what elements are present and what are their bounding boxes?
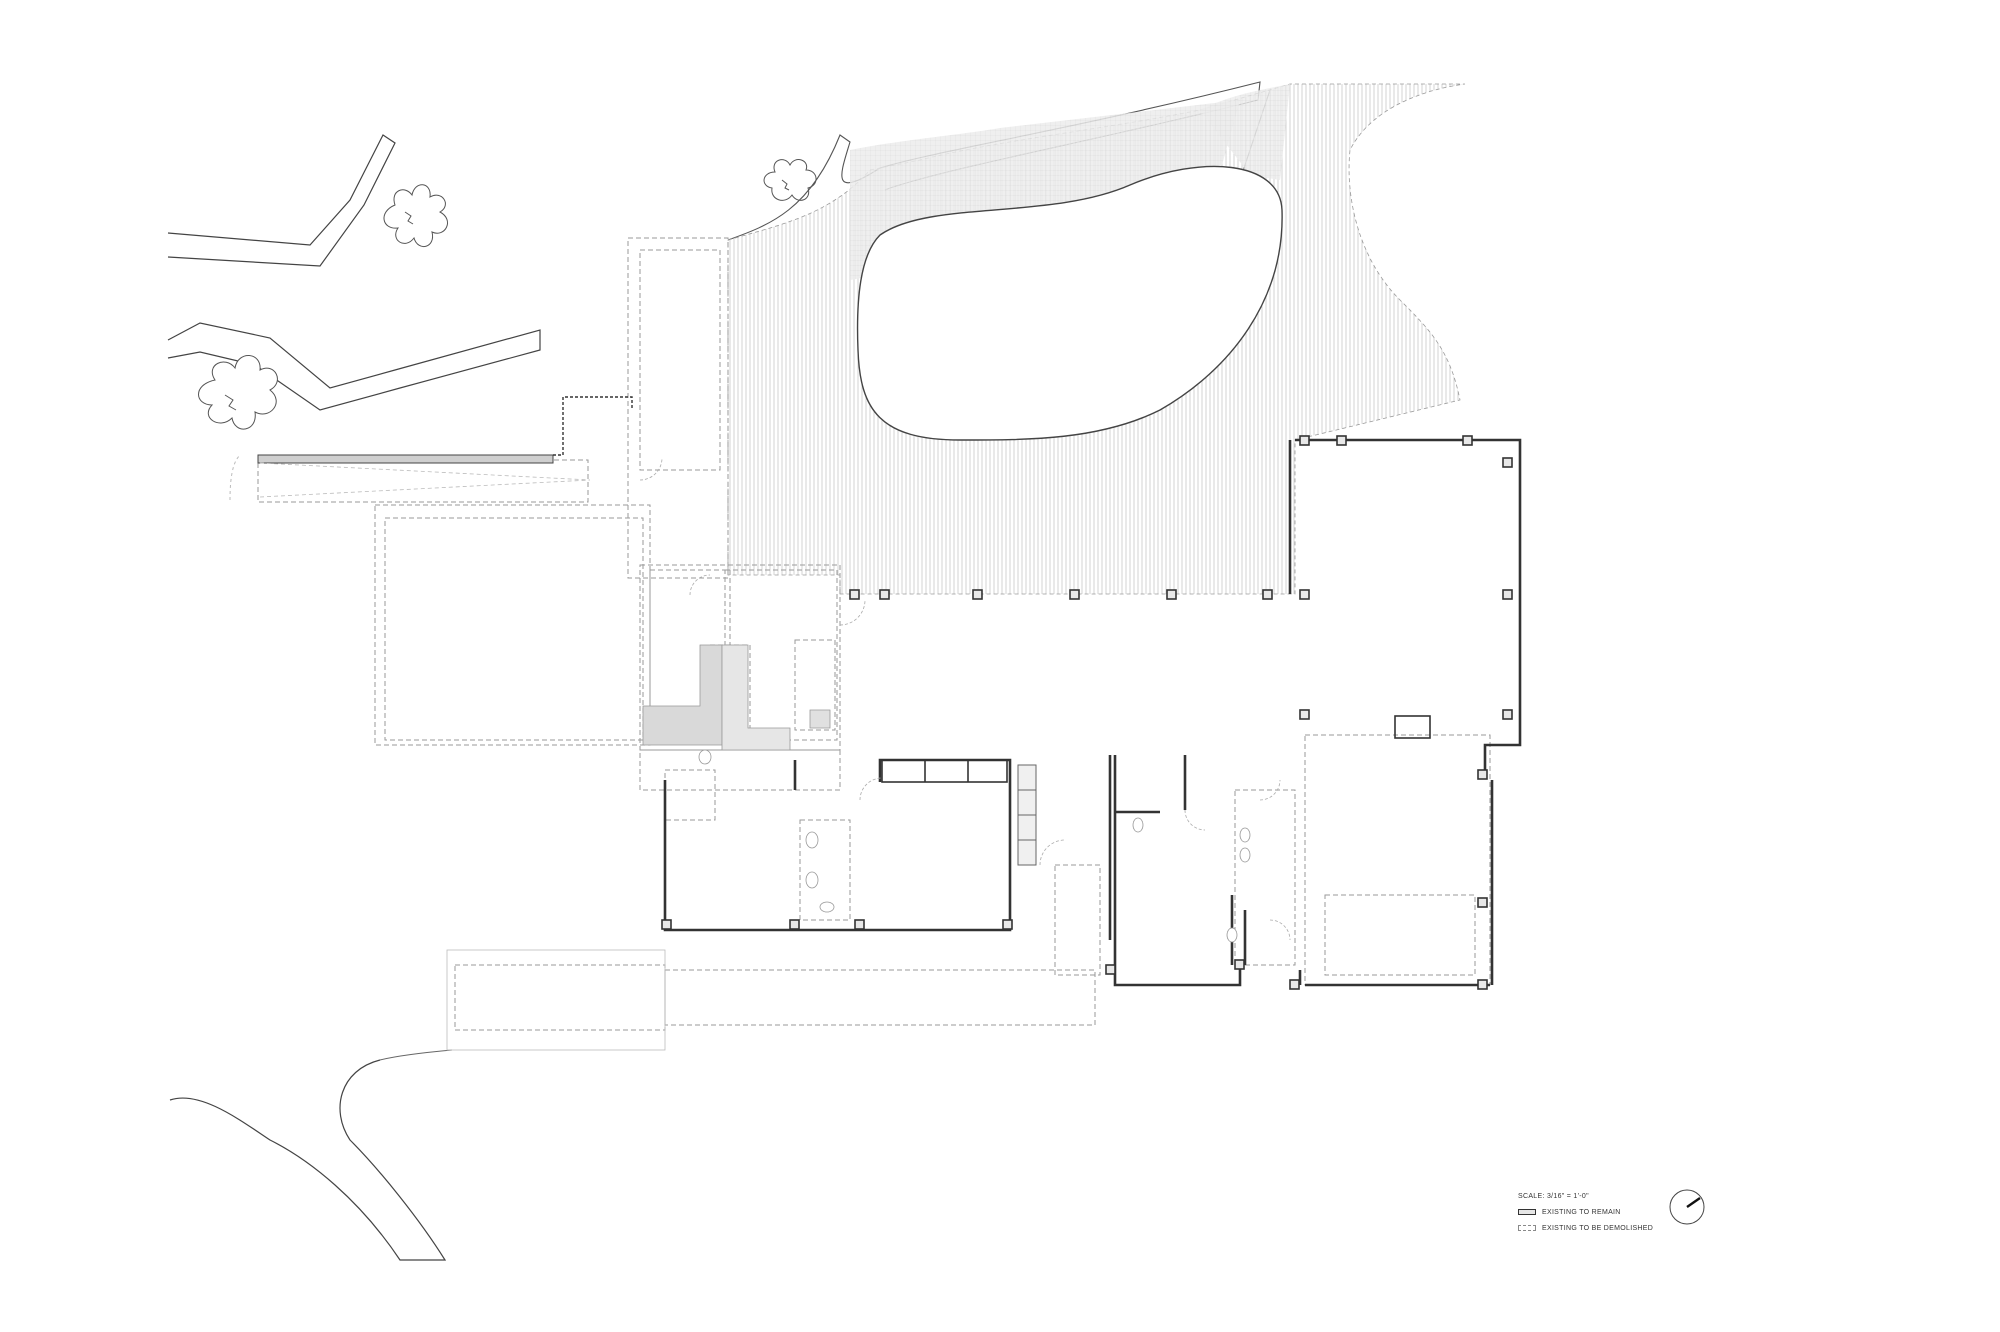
north-arrow-icon xyxy=(1669,1189,1705,1225)
scale-label: SCALE: 3/16" = 1'-0" xyxy=(1518,1193,1589,1200)
plumbing-fixtures xyxy=(698,749,1251,943)
legend-item-remain: EXISTING TO REMAIN xyxy=(1518,1204,1738,1220)
remain-swatch xyxy=(1518,1209,1536,1215)
demolished-elements xyxy=(257,237,1491,1031)
tree-icon xyxy=(198,355,278,430)
pool xyxy=(856,165,1283,441)
tree-icon xyxy=(383,184,448,247)
legend-item-demolish: EXISTING TO BE DEMOLISHED xyxy=(1518,1220,1738,1236)
window-bay xyxy=(881,715,1431,783)
tree-icon xyxy=(763,159,817,201)
entry-ramp xyxy=(229,396,633,501)
demolish-swatch xyxy=(1518,1225,1536,1231)
stair-ramp xyxy=(642,644,831,751)
store-front xyxy=(1017,764,1037,866)
legend: SCALE: 3/16" = 1'-0" EXISTING TO REMAIN … xyxy=(1518,1190,1738,1236)
parking-pad xyxy=(446,949,666,1051)
demolish-label: EXISTING TO BE DEMOLISHED xyxy=(1542,1224,1654,1232)
garden-paths xyxy=(167,134,541,1261)
columns xyxy=(661,435,1513,990)
remain-label: EXISTING TO REMAIN xyxy=(1542,1208,1621,1216)
door-swings xyxy=(639,457,1291,941)
